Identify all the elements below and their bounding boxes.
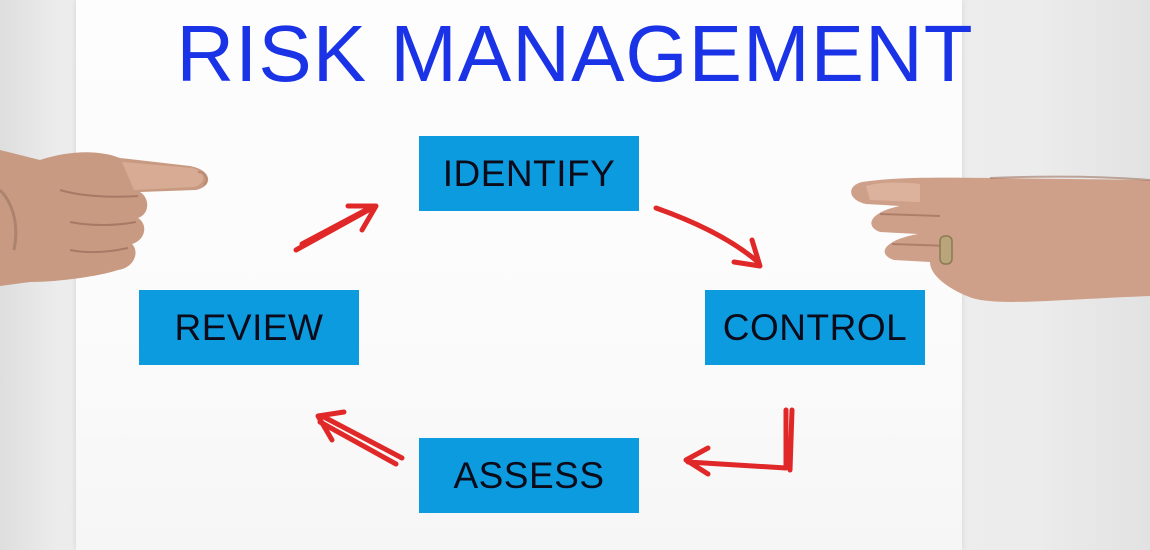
- step-control: CONTROL: [705, 290, 925, 365]
- step-review: REVIEW: [139, 290, 359, 365]
- page-title: RISK MANAGEMENT: [176, 9, 974, 98]
- step-identify: IDENTIFY: [419, 136, 639, 211]
- step-assess: ASSESS: [419, 438, 639, 513]
